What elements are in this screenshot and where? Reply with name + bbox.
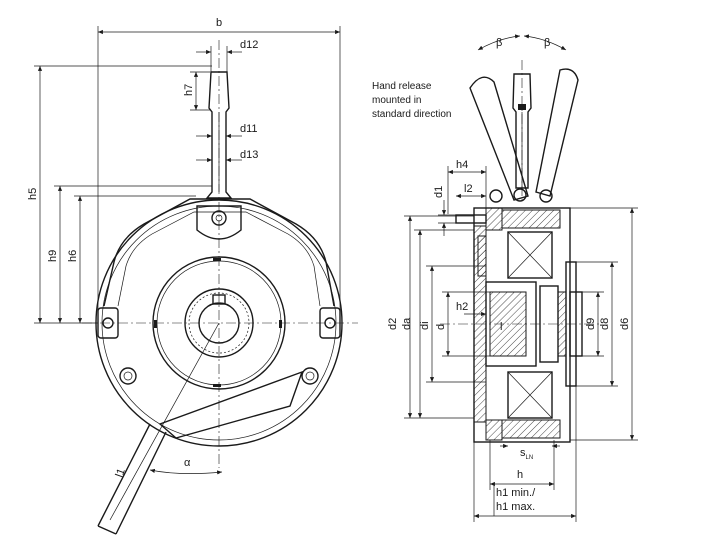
label-beta-right: β (544, 37, 550, 49)
label-h7: h7 (183, 84, 195, 96)
lever-center (512, 73, 532, 189)
label-l2: l2 (464, 183, 473, 195)
label-h9: h9 (47, 250, 59, 262)
front-dimensions (34, 26, 341, 324)
release-bracket (103, 198, 335, 307)
label-h4: h4 (456, 159, 468, 171)
label-d11: d11 (240, 123, 258, 135)
label-d13: d13 (240, 149, 258, 161)
note-line-2: mounted in (372, 95, 422, 106)
label-b: b (216, 17, 222, 29)
label-di: di (419, 321, 431, 330)
label-d1: d1 (433, 186, 445, 198)
label-h6: h6 (67, 250, 79, 262)
label-h1-max: h1 max. (496, 501, 535, 513)
label-l1: l1 (114, 467, 128, 479)
section-dimensions (404, 34, 638, 522)
note-line-3: standard direction (372, 109, 452, 120)
hand-release-note: Hand release mounted in standard directi… (372, 80, 452, 122)
front-view (82, 40, 358, 535)
lever-right (535, 68, 579, 197)
label-h: h (517, 469, 523, 481)
label-l: l (500, 321, 502, 333)
label-beta-left: β (496, 37, 502, 49)
label-d8: d8 (599, 318, 611, 330)
label-h2: h2 (456, 301, 468, 313)
release-lever (205, 71, 233, 199)
label-d: d (435, 324, 447, 330)
label-d2: d2 (387, 318, 399, 330)
section-view (440, 60, 600, 443)
label-d9: d9 (585, 318, 597, 330)
label-alpha: α (184, 457, 191, 469)
label-d6: d6 (619, 318, 631, 330)
label-h1-min: h1 min./ (496, 487, 536, 499)
label-s-ln: sLN (520, 447, 533, 461)
label-h5: h5 (27, 188, 39, 200)
label-da: da (401, 317, 413, 330)
release-lever-alt (97, 423, 167, 535)
label-d12: d12 (240, 39, 258, 51)
lever-left (469, 76, 529, 201)
note-line-1: Hand release (372, 81, 432, 92)
